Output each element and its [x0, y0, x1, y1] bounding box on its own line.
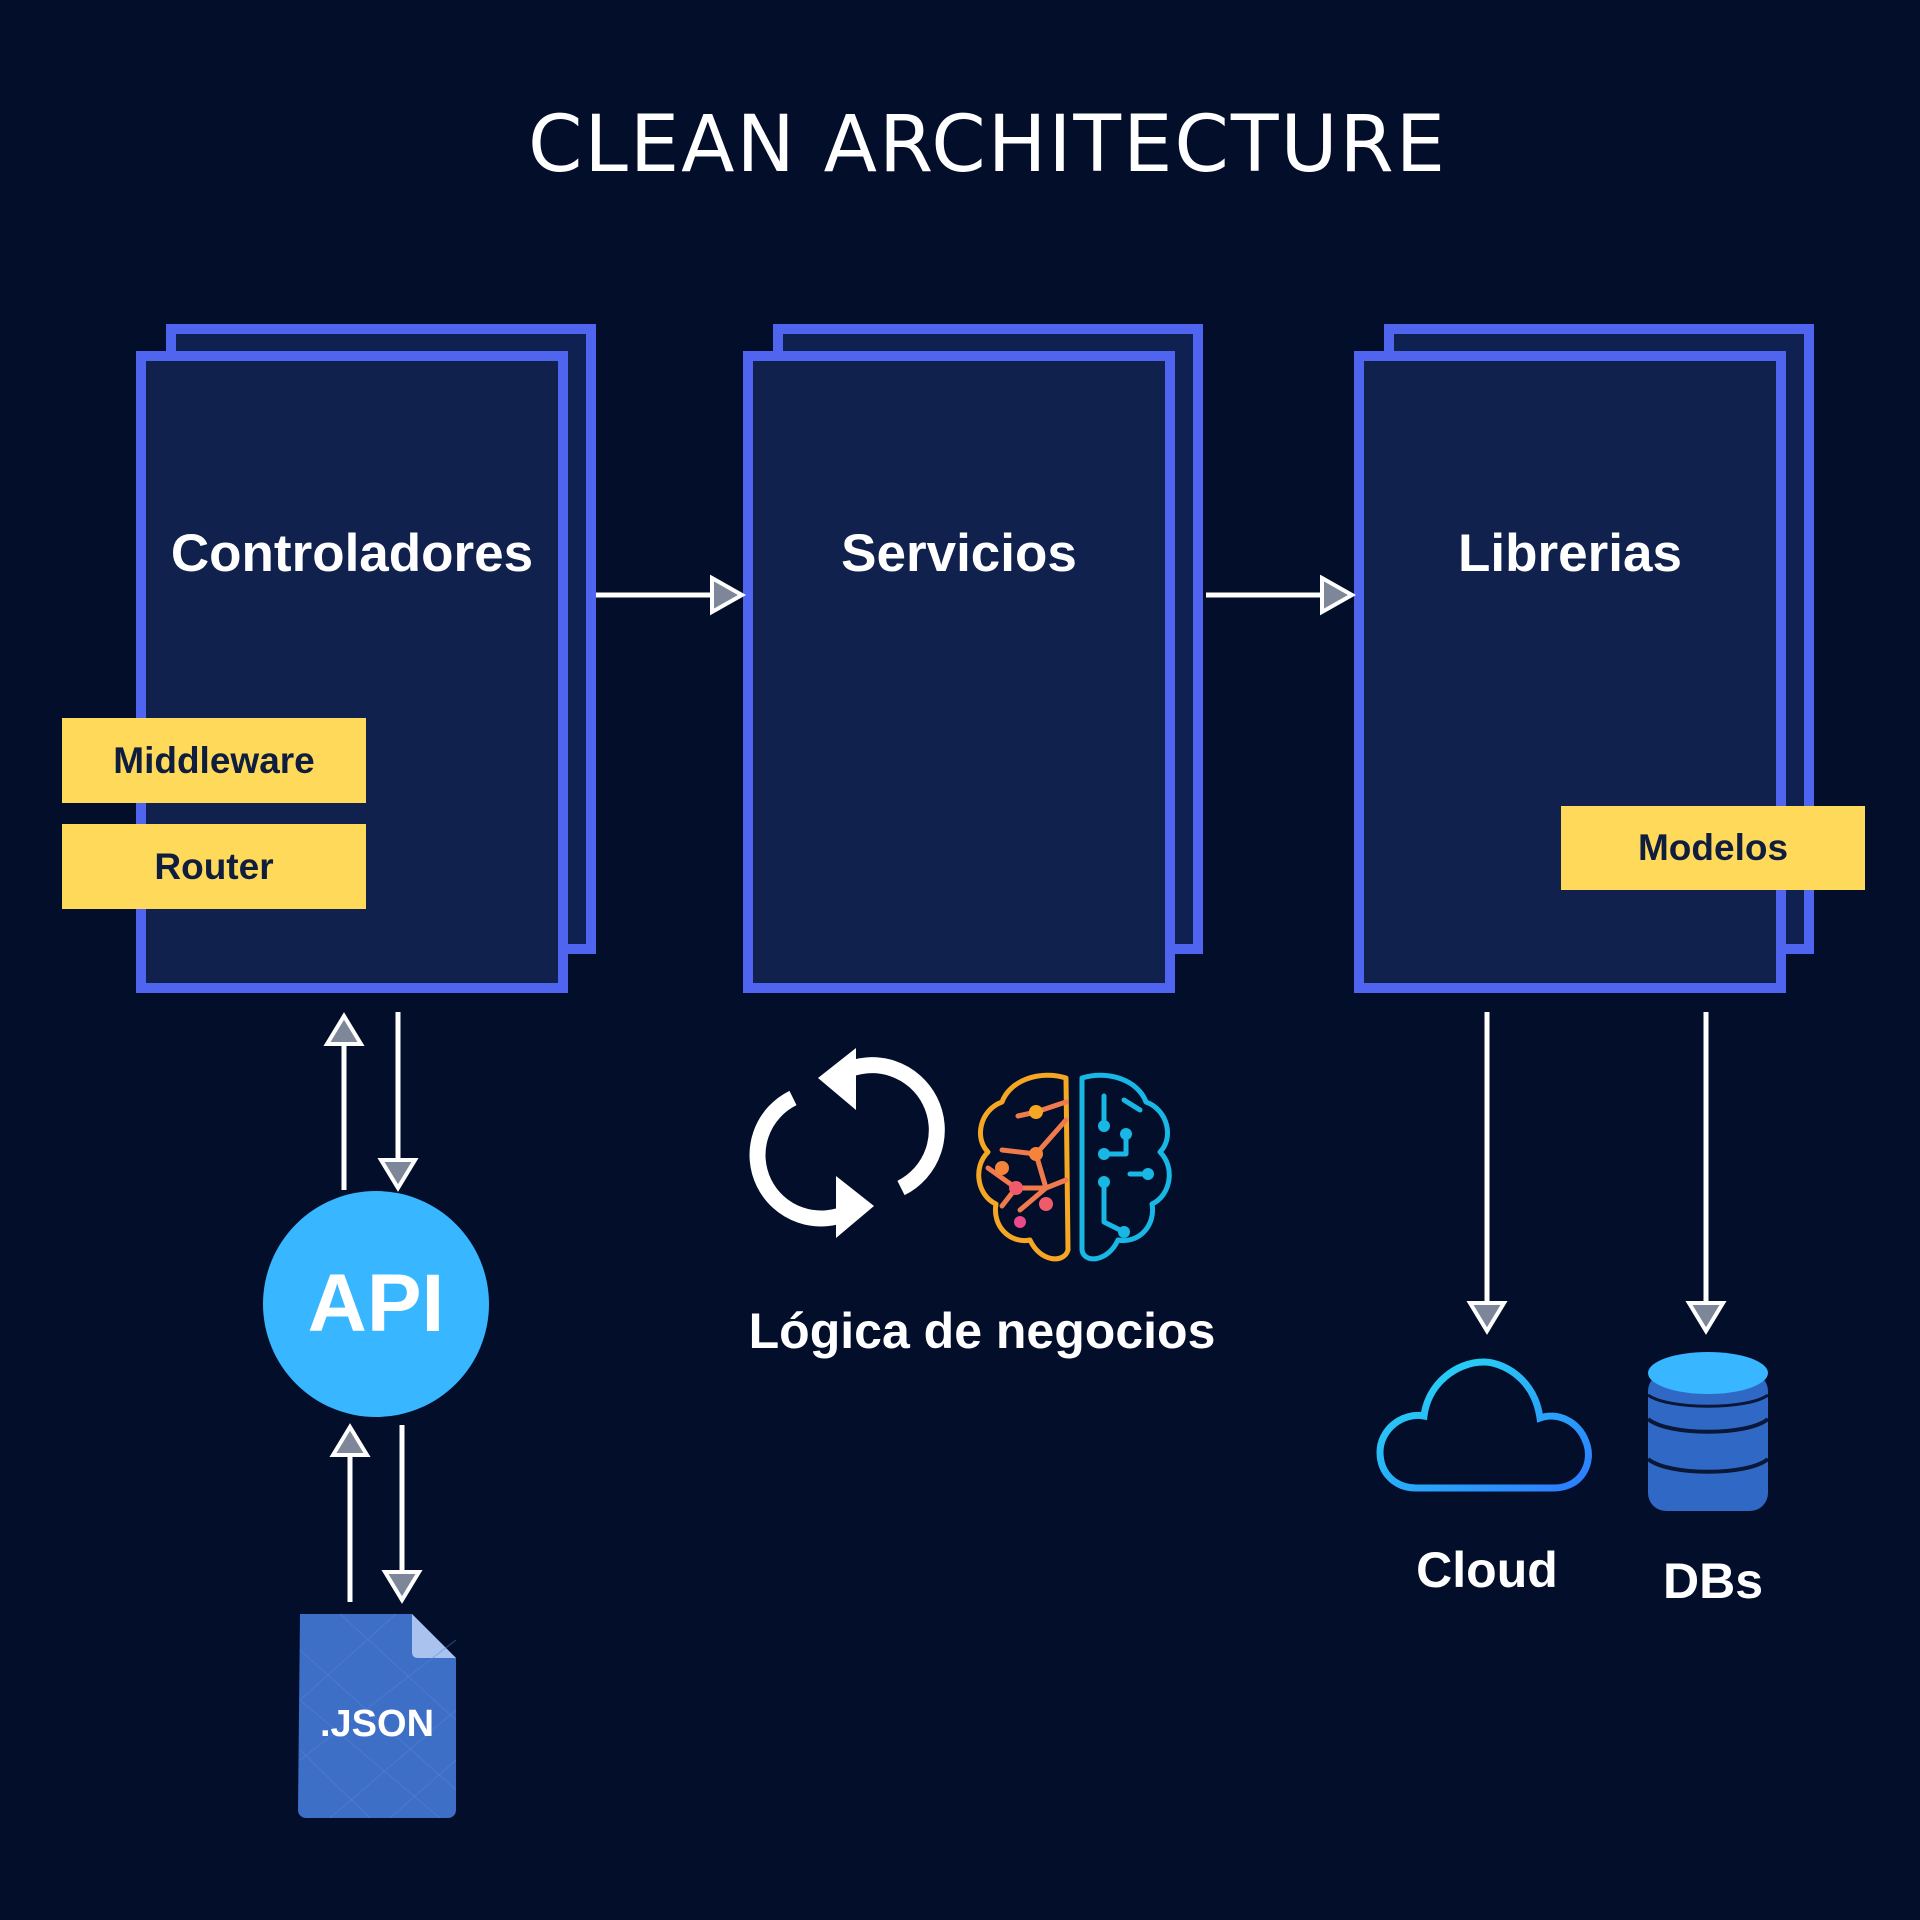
api-label: API — [307, 1258, 445, 1349]
diagram-title: CLEAN ARCHITECTURE — [527, 100, 1448, 190]
arrow-controladores-to-api — [377, 1012, 419, 1192]
librerias-label: Librerias — [1458, 524, 1682, 583]
database-icon — [1646, 1352, 1770, 1511]
logic-caption: Lógica de negocios — [748, 1303, 1216, 1359]
servicios-panel: Servicios — [743, 351, 1175, 993]
arrow-librerias-to-cloud — [1466, 1012, 1508, 1335]
middleware-tag: Middleware — [62, 718, 366, 803]
router-tag: Router — [62, 824, 366, 909]
arrow-api-to-json — [381, 1425, 423, 1604]
arrow-api-to-controladores — [323, 1012, 365, 1190]
arrow-servicios-to-librerias — [1206, 574, 1357, 616]
json-label: .JSON — [319, 1703, 435, 1745]
cloud-caption: Cloud — [1416, 1542, 1558, 1598]
refresh-icon — [749, 1048, 945, 1238]
dbs-caption: DBs — [1662, 1553, 1764, 1609]
brain-icon — [976, 1072, 1172, 1262]
arrow-librerias-to-dbs — [1685, 1012, 1727, 1335]
api-circle: API — [263, 1191, 489, 1417]
arrow-json-to-api — [329, 1423, 371, 1602]
cloud-icon — [1376, 1358, 1592, 1492]
servicios-label: Servicios — [841, 524, 1077, 583]
json-file-icon — [298, 1613, 457, 1819]
arrow-controladores-to-servicios — [596, 574, 747, 616]
controladores-label: Controladores — [170, 524, 534, 583]
modelos-tag: Modelos — [1561, 806, 1865, 890]
